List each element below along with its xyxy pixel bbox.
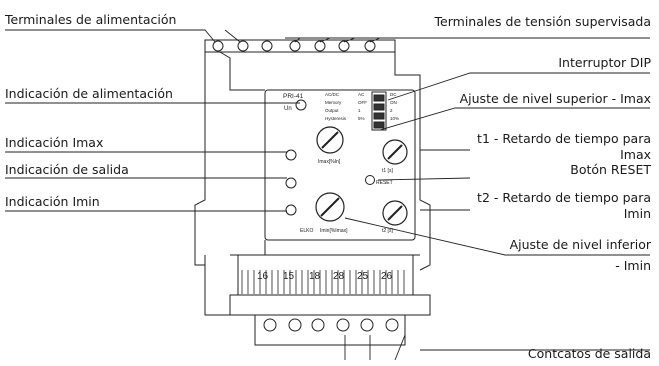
terminal-number: 18: [309, 271, 321, 282]
reset-button: [365, 175, 375, 185]
terminal-number: 28: [333, 271, 345, 282]
t1-scale-label: t1 [s]: [382, 168, 393, 174]
imax-scale-label: Imax[%In]: [318, 159, 341, 165]
dip-row-label: Output: [325, 108, 339, 113]
led-imax: [285, 149, 297, 161]
callout-t1-line2: Imax: [620, 147, 651, 162]
callout-terminales-tension: Terminales de tensión supervisada: [434, 14, 651, 29]
led-imin: [285, 204, 297, 216]
callout-contactos-salida: Contcatos de salida: [527, 346, 651, 361]
dip-switch: [371, 91, 387, 131]
reset-label: RESET: [376, 180, 393, 186]
dip-row-value: 1: [358, 108, 361, 113]
bottom-terminal-screws: [263, 318, 399, 332]
top-terminal-screws: [212, 40, 376, 52]
terminal-number: 25: [357, 271, 369, 282]
callout-t2-line2: Imin: [623, 206, 651, 221]
dip-right-label: 2: [390, 108, 393, 113]
dip-right-label: ON: [390, 100, 397, 105]
callout-ajuste-superior: Ajuste de nivel superior - Imax: [459, 91, 651, 106]
callout-indicacion-imin: Indicación Imin: [5, 194, 100, 209]
callout-ajuste-inferior-line1: Ajuste de nivel inferior: [509, 237, 651, 252]
dip-right-label: 10%: [390, 116, 399, 121]
callout-terminales-alimentacion: Terminales de alimentación: [5, 12, 177, 27]
dip-row-value: 5%: [358, 116, 365, 121]
dip-row-label: AC/DC: [325, 92, 340, 97]
callout-indicacion-alimentacion: Indicación de alimentación: [5, 86, 173, 101]
callout-t1-line1: t1 - Retardo de tiempo para: [477, 131, 651, 146]
t2-scale-label: t2 [s]: [382, 228, 393, 234]
callout-ajuste-inferior-line2: - Imin: [615, 258, 651, 273]
led-output: [285, 177, 297, 189]
callout-interruptor-dip: Interruptor DIP: [558, 55, 651, 70]
callout-t2-line1: t2 - Retardo de tiempo para: [477, 190, 651, 205]
terminal-number: 15: [283, 271, 295, 282]
callout-indicacion-imax: Indicación Imax: [5, 135, 104, 150]
callout-indicacion-salida: Indicación de salida: [5, 162, 129, 177]
callout-boton-reset: Botón RESET: [570, 162, 651, 177]
logo: ELKO: [300, 228, 313, 234]
dip-row-value: OFF: [358, 100, 367, 105]
dip-row-value: AC: [358, 92, 365, 97]
un-label: Un: [284, 106, 292, 112]
dip-row-label: Hysteresis: [325, 116, 347, 121]
leader-lines: [5, 29, 650, 361]
terminal-number: 26: [381, 271, 393, 282]
imin-scale-label: Imin[%Imax]: [320, 228, 348, 234]
dip-row-label: Memory: [325, 100, 342, 105]
terminal-number: 16: [257, 271, 269, 282]
led-power: [295, 99, 307, 111]
model-label: PRI-41: [283, 93, 304, 100]
dip-right-label: DC: [390, 92, 397, 97]
